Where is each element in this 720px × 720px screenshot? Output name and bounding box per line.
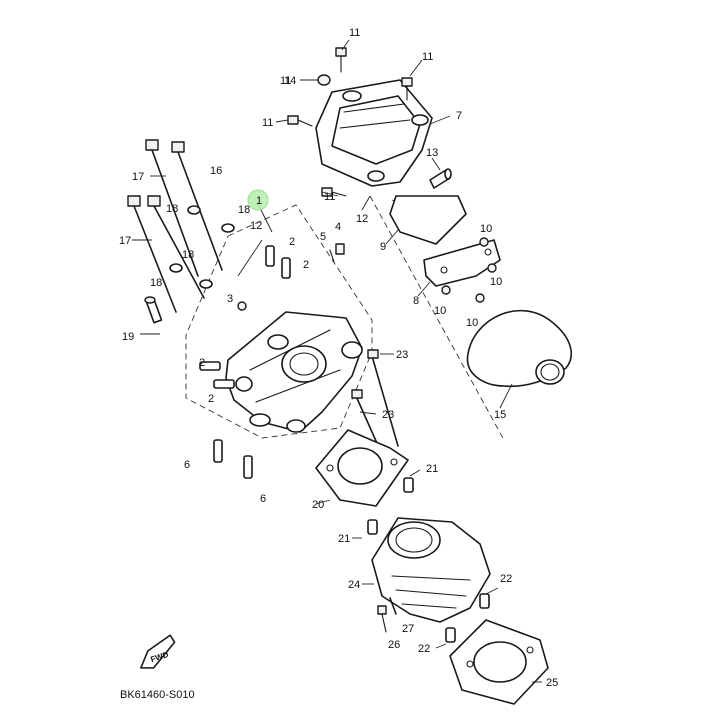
callout-7: 7	[456, 110, 462, 122]
callout-2d: 2	[208, 393, 214, 405]
bracket-8	[423, 239, 501, 287]
part-5	[329, 249, 335, 263]
leader-lines	[132, 39, 542, 683]
dowel-group-22	[445, 593, 490, 643]
callout-18a: 18	[166, 203, 178, 215]
callout-6a: 6	[184, 459, 190, 471]
callout-18b: 18	[238, 204, 250, 216]
callout-25: 25	[546, 677, 558, 689]
fwd-arrow-icon: FWD	[140, 634, 176, 669]
callout-15: 15	[494, 409, 506, 421]
callout-12b: 12	[356, 213, 368, 225]
callout-8: 8	[413, 295, 419, 307]
callout-23b: 23	[382, 409, 394, 421]
bolt-26	[377, 605, 387, 633]
callout-2b: 2	[303, 259, 309, 271]
callout-17b: 17	[119, 235, 131, 247]
gasket-15	[466, 309, 573, 388]
head-gasket-20	[315, 429, 409, 507]
callout-1: 1	[256, 195, 262, 207]
stud-group-6	[213, 439, 253, 479]
stud-13	[429, 168, 452, 189]
callout-11b: 11	[422, 51, 433, 63]
callout-22b: 22	[418, 643, 430, 655]
callout-10d: 10	[466, 317, 478, 329]
callout-2c: 2	[199, 357, 205, 369]
callout-18d: 18	[182, 249, 194, 261]
pin-27	[389, 597, 397, 615]
callout-10b: 10	[490, 276, 502, 288]
callout-17a: 17	[132, 171, 144, 183]
washer-14	[317, 74, 331, 86]
diagram-code: BK61460-S010	[120, 689, 195, 701]
bolt-group-11	[287, 47, 413, 197]
callout-19: 19	[122, 331, 134, 343]
callout-20: 20	[312, 499, 324, 511]
callout-10a: 10	[480, 223, 492, 235]
callout-24: 24	[348, 579, 360, 591]
callout-27: 27	[402, 623, 414, 635]
callout-11c: 11	[262, 117, 273, 129]
callout-3: 3	[227, 293, 233, 305]
callout-26: 26	[388, 639, 400, 651]
callout-2a: 2	[289, 236, 295, 248]
callout-14: 14	[284, 75, 296, 87]
cylinder-head	[225, 311, 363, 433]
bolt-group-10	[441, 237, 497, 303]
callout-9: 9	[380, 241, 386, 253]
callout-21a: 21	[426, 463, 438, 475]
bolt-group-23	[351, 349, 399, 451]
callout-11a: 11	[349, 27, 360, 39]
callout-11d: 11	[324, 191, 335, 203]
head-bolts	[127, 139, 235, 313]
cylinder-24	[371, 517, 491, 623]
callout-4: 4	[335, 221, 341, 233]
callout-5: 5	[320, 231, 326, 243]
part-3	[237, 301, 247, 311]
highlight-marker	[247, 189, 269, 211]
callout-13: 13	[426, 147, 438, 159]
callout-10c: 10	[434, 305, 446, 317]
callout-11e: 11	[280, 75, 291, 87]
part-4	[335, 243, 345, 255]
plate-9	[389, 195, 467, 245]
dowel-group-2	[199, 245, 291, 389]
callout-18c: 18	[150, 277, 162, 289]
callout-16: 16	[210, 165, 222, 177]
base-gasket-25	[449, 619, 549, 705]
callout-23a: 23	[396, 349, 408, 361]
dowel-group-21	[367, 477, 414, 535]
callout-22a: 22	[500, 573, 512, 585]
spark-plug-19	[144, 296, 163, 324]
callout-21b: 21	[338, 533, 350, 545]
callout-6b: 6	[260, 493, 266, 505]
valve-cover	[315, 79, 433, 187]
callout-labels: 1 2 2 2 2 3 4 5 6 6 7 8 9 10 10 10 10 11…	[119, 27, 558, 689]
callout-12a: 12	[250, 220, 262, 232]
